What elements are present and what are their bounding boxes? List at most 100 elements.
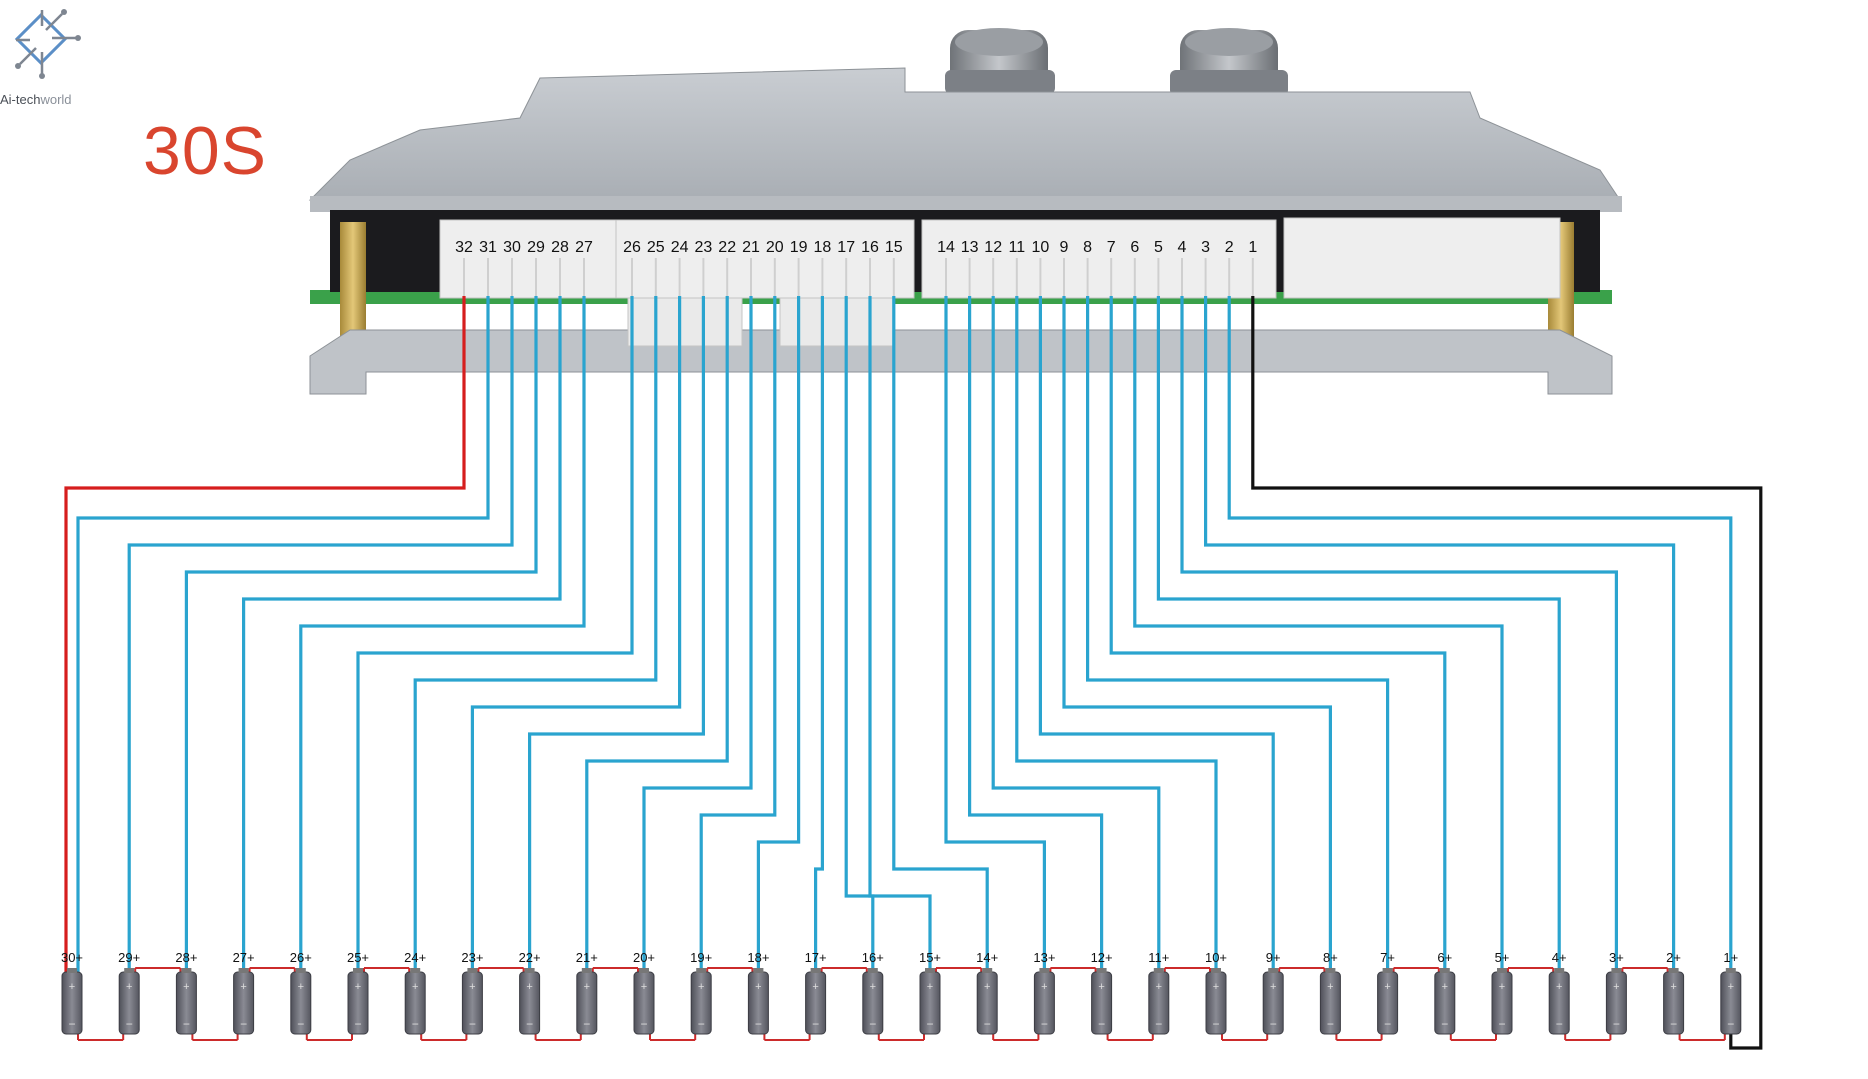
cell-minus-mark: − <box>1212 1017 1219 1031</box>
pin-label: 23 <box>695 239 713 256</box>
top-cover-plate <box>308 67 1621 201</box>
sense-wire <box>1156 296 1561 972</box>
cell-minus-mark: − <box>126 1017 133 1031</box>
terminal-bolt-b-minus <box>945 28 1055 94</box>
sense-wire <box>184 296 538 972</box>
cell-minus-mark: − <box>240 1017 247 1031</box>
cell-minus-mark: − <box>1270 1017 1277 1031</box>
sense-wire <box>76 296 490 972</box>
cell-plus-mark: + <box>469 981 475 993</box>
cell-terminal <box>124 968 135 973</box>
connector-middle <box>615 219 915 299</box>
pin-label: 22 <box>718 239 736 256</box>
cell-plus-mark: + <box>1041 981 1047 993</box>
cell-label: 1+ <box>1723 950 1738 965</box>
pin-label: 18 <box>814 239 832 256</box>
pin-label: 19 <box>790 239 808 256</box>
cell-minus-mark: − <box>583 1017 590 1031</box>
cell-terminal <box>867 968 878 973</box>
cell-plus-mark: + <box>584 981 590 993</box>
cell-plus-mark: + <box>755 981 761 993</box>
cell-terminal <box>810 968 821 973</box>
cell-label: 5+ <box>1495 950 1510 965</box>
sense-wire <box>814 296 824 972</box>
cell-label: 16+ <box>862 950 884 965</box>
cell-plus-mark: + <box>984 981 990 993</box>
cell-label: 22+ <box>519 950 541 965</box>
sense-wire <box>413 296 658 972</box>
negative-wire <box>1251 296 1763 1050</box>
cell-terminal <box>1211 968 1221 973</box>
pin-label: 12 <box>984 239 1002 256</box>
pin-label: 21 <box>742 239 760 256</box>
sense-wire <box>1133 296 1504 972</box>
sense-wire <box>356 296 634 972</box>
sense-wire <box>1015 296 1218 972</box>
cell-label: 13+ <box>1033 950 1055 965</box>
cell-minus-mark: − <box>412 1017 419 1031</box>
pin-label: 17 <box>837 239 855 256</box>
cell-label: 20+ <box>633 950 655 965</box>
cell-minus-mark: − <box>1613 1017 1620 1031</box>
cell-terminal <box>67 968 77 973</box>
cell-label: 9+ <box>1266 950 1281 965</box>
cell-minus-mark: − <box>297 1017 304 1031</box>
sense-wire <box>299 296 586 972</box>
pin-label: 10 <box>1032 239 1050 256</box>
pin-label: 29 <box>527 239 545 256</box>
pin-label: 5 <box>1154 239 1163 256</box>
sense-wire <box>1180 296 1618 972</box>
cell-label: 30+ <box>61 950 83 965</box>
cell-label: 12+ <box>1091 950 1113 965</box>
cell-label: 3+ <box>1609 950 1624 965</box>
sense-wire <box>528 296 705 972</box>
pin-label: 3 <box>1201 239 1210 256</box>
cell-minus-mark: − <box>1327 1017 1334 1031</box>
cell-plus-mark: + <box>927 981 933 993</box>
cell-label: 29+ <box>118 950 140 965</box>
cell-plus-mark: + <box>126 981 132 993</box>
cell-minus-mark: − <box>755 1017 762 1031</box>
sense-wire <box>127 296 514 972</box>
cell-label: 6+ <box>1437 950 1452 965</box>
cell-label: 25+ <box>347 950 369 965</box>
cell-plus-mark: + <box>870 981 876 993</box>
cell-label: 8+ <box>1323 950 1338 965</box>
cell-label: 26+ <box>290 950 312 965</box>
cell-plus-mark: + <box>641 981 647 993</box>
cell-plus-mark: + <box>526 981 532 993</box>
cell-label: 11+ <box>1148 950 1169 965</box>
pin-label: 9 <box>1060 239 1069 256</box>
cell-plus-mark: + <box>1270 981 1276 993</box>
sense-wire <box>756 296 801 972</box>
cell-terminal <box>467 968 478 973</box>
pin-label: 14 <box>937 239 955 256</box>
cell-label: 21+ <box>576 950 598 965</box>
cell-terminal <box>925 968 935 973</box>
cell-string: +−30++−29++−28++−27++−26++−25++−24++−23+… <box>61 950 1742 1041</box>
cell-label: 24+ <box>404 950 426 965</box>
cell-terminal <box>238 968 249 973</box>
cell-minus-mark: − <box>640 1017 647 1031</box>
pin-label: 1 <box>1248 239 1257 256</box>
cell-label: 17+ <box>805 950 827 965</box>
cell-terminal <box>1039 968 1050 973</box>
cell-minus-mark: − <box>1498 1017 1505 1031</box>
sense-wire <box>242 296 562 972</box>
cell-plus-mark: + <box>1728 981 1734 993</box>
sense-wire <box>642 296 753 972</box>
cell-minus-mark: − <box>469 1017 476 1031</box>
cell-plus-mark: + <box>1213 981 1219 993</box>
cell-plus-mark: + <box>698 981 704 993</box>
cell-terminal <box>1497 968 1507 973</box>
cell-label: 10+ <box>1205 950 1227 965</box>
pin-label: 32 <box>455 239 473 256</box>
sense-wire <box>699 296 777 972</box>
cell-plus-mark: + <box>1499 981 1505 993</box>
sense-wire <box>1062 296 1332 972</box>
cell-terminal <box>410 968 421 973</box>
cell-minus-mark: − <box>1155 1017 1162 1031</box>
connector-left <box>439 219 617 299</box>
